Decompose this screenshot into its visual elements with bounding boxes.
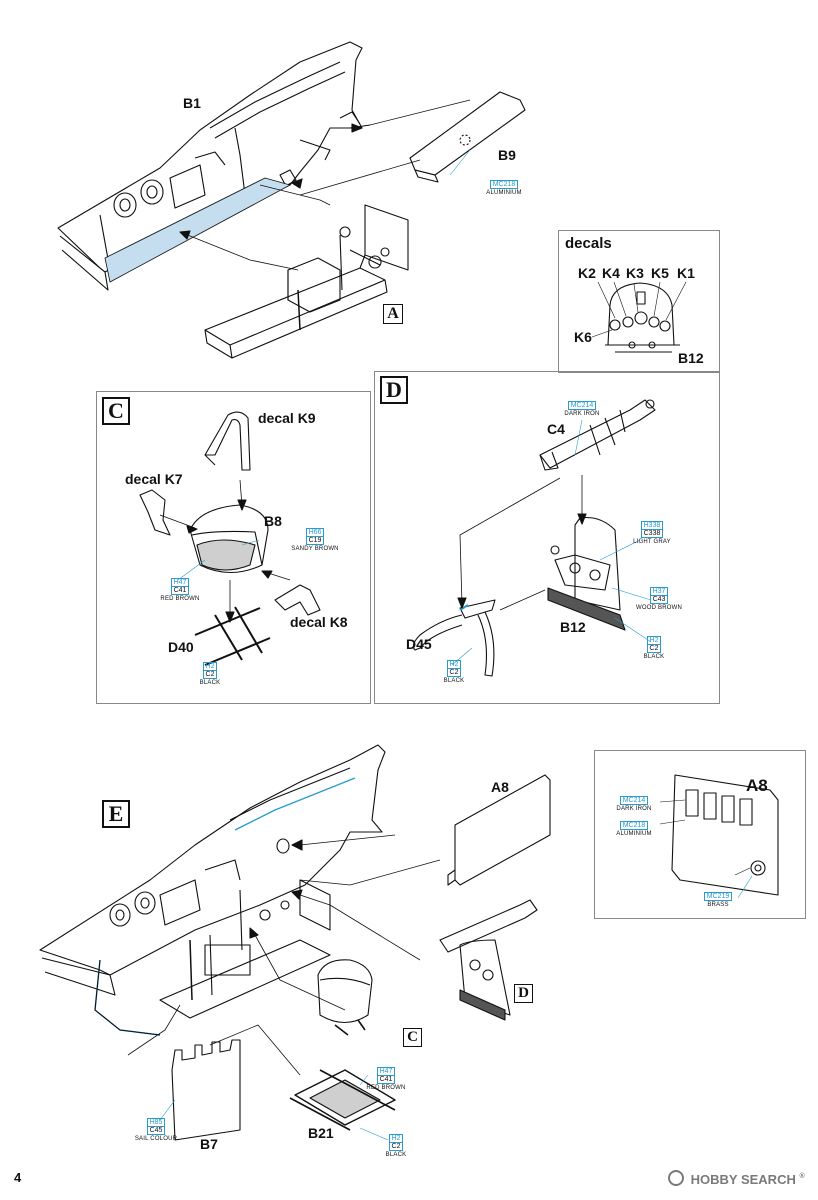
gun-c4-drawing [539,399,656,471]
part-label-b8: B8 [264,513,282,529]
part-label-b1: B1 [183,95,201,111]
step-marker-a: A [383,304,403,324]
part-label-b9: B9 [498,147,516,163]
b21-seat-drawing [289,1069,396,1131]
decal-label-k1: K1 [677,265,695,281]
paint-callout-b9-aluminium: MC218 ALUMINIUM [474,174,534,196]
panel-c-frame [96,391,371,704]
page-number: 4 [14,1170,22,1185]
part-label-b21: B21 [308,1125,334,1141]
paint-name: ALUMINIUM [616,831,652,837]
a8-detail-frame [594,750,806,919]
paint-code: MC219 [703,892,733,901]
paint-name: RED BROWN [366,1085,406,1091]
decal-label-k6: K6 [574,329,592,345]
watermark: HOBBY SEARCH ® [668,1170,805,1187]
decals-panel-drawing [591,281,687,353]
seat-e-drawing [317,959,373,1036]
paint-name: BLACK [385,1152,407,1158]
paint-name: BLACK [443,678,465,684]
paint-name: RED BROWN [160,596,200,602]
paint-name: SAIL COLOUR [134,1136,178,1142]
paint-code: MC214 [619,796,649,805]
decal-label-k2: K2 [578,265,596,281]
paint-name: BLACK [643,654,665,660]
paint-code: MC218 [619,821,649,830]
part-label-a8-detail: A8 [746,776,768,795]
paint-code: MC214 [567,401,597,410]
step-ref-c: C [403,1028,422,1047]
paint-name: ALUMINIUM [486,190,522,196]
paint-name: LIGHT GRAY [633,539,671,545]
floor-assembly-a-drawing [204,204,409,359]
paint-callout-a8-brass: MC219 BRASS [696,886,740,908]
paint-name: DARK IRON [616,806,652,812]
watermark-registered-mark: ® [799,1173,805,1180]
paint-name: WOOD BROWN [636,605,682,611]
fuselage-side-e-drawing [39,744,386,1036]
decals-frame [558,230,720,373]
decals-part-b12: B12 [678,350,704,366]
decals-title: decals [565,235,612,252]
step-ref-d: D [514,984,533,1003]
step-marker-e: E [102,800,130,828]
decal-label-k7: decal K7 [125,471,183,487]
b12-mount-drawing [547,516,626,631]
paint-callout-a8-dark-iron: MC214 DARK IRON [604,790,664,812]
seat-b8-drawing [139,411,321,666]
decal-label-k3: K3 [626,265,644,281]
paint-name: BLACK [199,680,221,686]
part-label-c4: C4 [547,421,565,437]
step-marker-d: D [380,376,408,404]
decal-label-k9: decal K9 [258,410,316,426]
part-label-a8: A8 [491,779,509,795]
decal-label-k5: K5 [651,265,669,281]
fuselage-side-b1-drawing [57,41,363,291]
part-label-d45: D45 [406,636,432,652]
step-marker-c: C [102,397,130,425]
paint-code: MC218 [489,180,519,189]
part-label-d40: D40 [168,639,194,655]
watermark-text: HOBBY SEARCH [690,1172,796,1187]
paint-callout-c4-dark-iron: MC214 DARK IRON [554,395,610,417]
paint-name: BRASS [707,902,729,908]
paint-callout-a8-aluminium: MC218 ALUMINIUM [604,815,664,837]
b9-panel-drawing [409,91,526,183]
decal-label-k8: decal K8 [290,614,348,630]
paint-name: DARK IRON [564,411,600,417]
decal-label-k4: K4 [602,265,620,281]
part-label-b7: B7 [200,1136,218,1152]
a8-detail-drawing [659,774,779,896]
paint-name: SANDY BROWN [291,546,339,552]
gun-assembly-e-drawing [439,899,538,1021]
a8-panel-drawing [447,774,551,886]
watermark-logo-icon [668,1170,684,1186]
part-label-b12: B12 [560,619,586,635]
panel-d-frame [374,371,720,704]
b7-panel-drawing [171,1039,241,1141]
d45-frame-drawing [412,599,496,677]
